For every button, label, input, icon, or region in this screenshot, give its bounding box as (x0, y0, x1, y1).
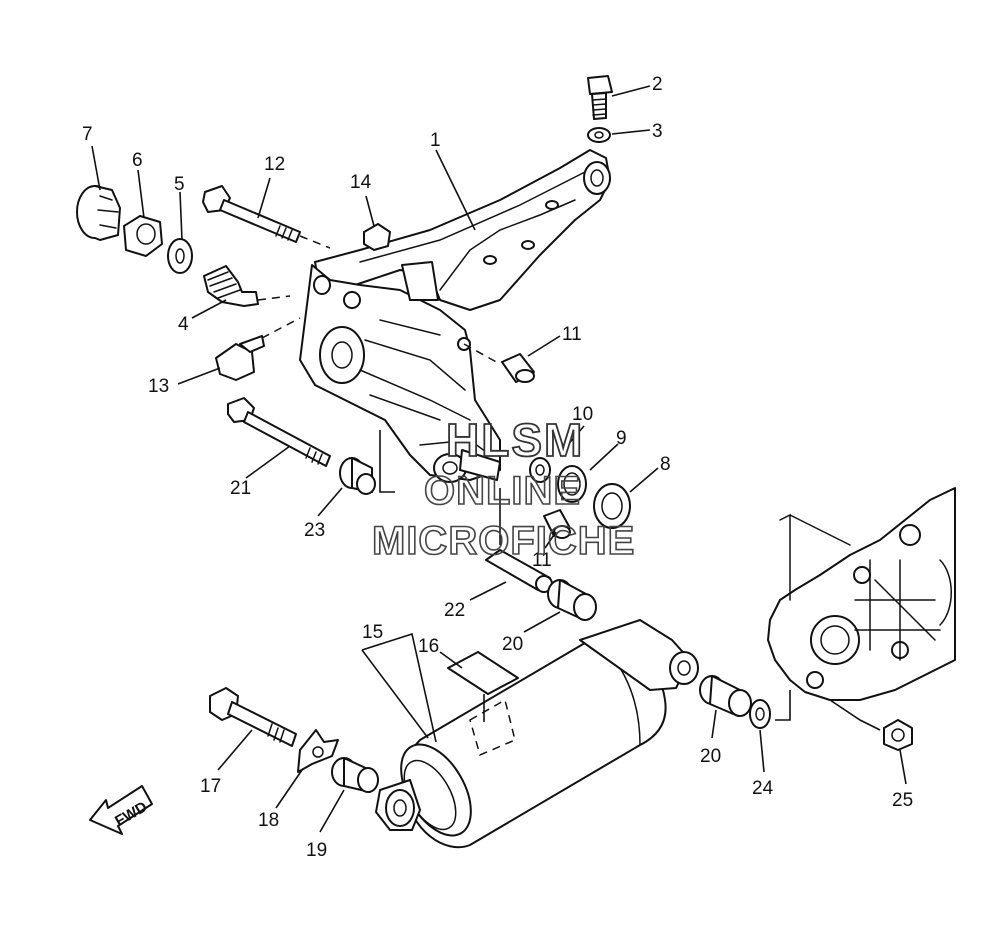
callout-24: 24 (752, 778, 774, 799)
collar-19 (331, 757, 379, 793)
bushing-20a (547, 579, 597, 621)
bearing-9 (557, 465, 587, 503)
callout-2: 2 (652, 74, 663, 95)
washer-3 (587, 127, 611, 143)
engine-bracket (299, 149, 611, 483)
callout-18: 18 (258, 810, 279, 831)
cap-7 (76, 185, 121, 241)
callout-6: 6 (132, 150, 143, 171)
bearing-8 (593, 483, 631, 529)
callout-11b: 11 (532, 550, 552, 571)
callout-23: 23 (304, 520, 325, 541)
callout-22: 22 (444, 600, 465, 621)
nut-6 (123, 215, 163, 257)
watermark: HLSM ONLINE MICROFICHE (371, 413, 635, 564)
callout-1: 1 (430, 130, 441, 151)
callout-17: 17 (200, 776, 221, 797)
lock-washer-18 (297, 729, 339, 773)
callout-20b: 20 (700, 746, 721, 767)
label-16 (447, 651, 519, 695)
callout-labels: 1 2 3 4 5 6 7 8 9 10 11 11 12 13 14 15 1… (82, 74, 913, 861)
callout-19: 19 (306, 840, 327, 861)
callout-14: 14 (350, 172, 372, 193)
assembly-guides (257, 235, 881, 731)
fwd-arrow: FWD (89, 785, 153, 835)
watermark-line2: ONLINE (424, 469, 581, 513)
callout-4: 4 (178, 314, 189, 335)
callout-21: 21 (230, 478, 251, 499)
nut-25 (883, 719, 913, 751)
collar-11b (543, 509, 571, 539)
callout-12: 12 (264, 154, 285, 175)
callout-25: 25 (892, 790, 913, 811)
bolt-12 (202, 185, 301, 243)
bolt-2 (587, 75, 613, 120)
callout-11a: 11 (562, 324, 582, 345)
watermark-line1: HLSM (446, 414, 584, 466)
collar-10 (529, 457, 551, 483)
callout-13: 13 (148, 376, 169, 397)
callout-9: 9 (616, 428, 627, 449)
callout-10: 10 (572, 404, 593, 425)
nut-14 (363, 223, 391, 251)
engine-case (767, 487, 956, 701)
shock-absorber-15 (375, 619, 699, 849)
bolt-21 (227, 397, 331, 467)
bolt-17 (209, 687, 297, 747)
collar-23 (339, 457, 376, 495)
adjuster-4 (203, 265, 259, 307)
washer-24 (749, 699, 771, 729)
callout-7: 7 (82, 124, 93, 145)
callout-8: 8 (660, 454, 671, 475)
watermark-line3: MICROFICHE (372, 519, 635, 563)
callout-20a: 20 (502, 634, 523, 655)
bushing-20b (699, 675, 752, 717)
leader-lines (91, 85, 907, 833)
bolt-13 (215, 317, 301, 381)
collar-11a (501, 353, 535, 383)
callout-5: 5 (174, 174, 185, 195)
collar-22 (485, 549, 553, 593)
callout-15: 15 (362, 622, 383, 643)
callout-3: 3 (652, 121, 663, 142)
washer-5 (167, 238, 193, 274)
callout-16: 16 (418, 636, 439, 657)
